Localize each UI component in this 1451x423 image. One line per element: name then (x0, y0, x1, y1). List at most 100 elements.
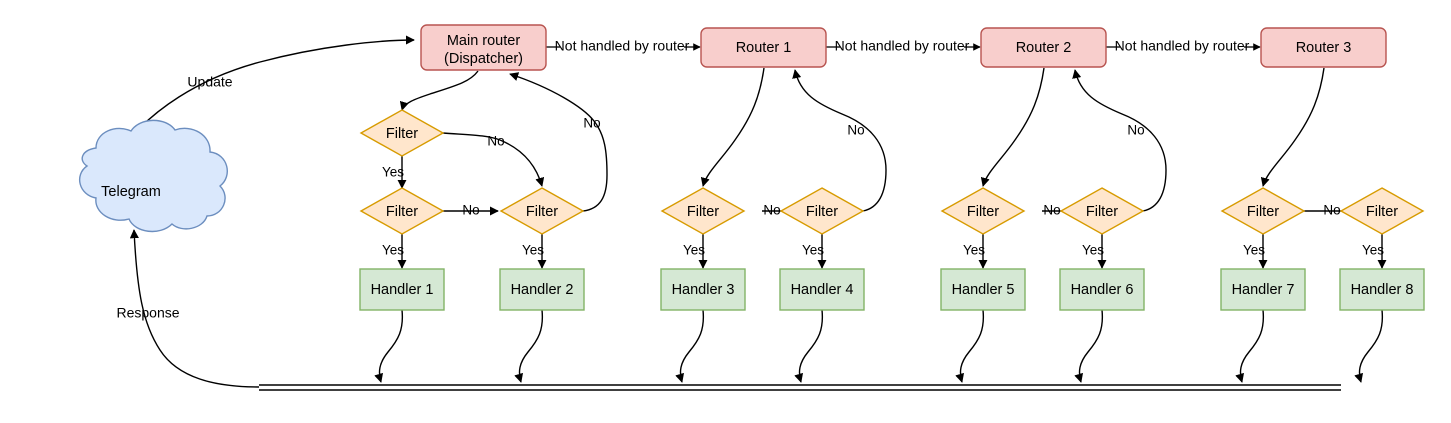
edge-handler-5-to-bus (955, 309, 985, 383)
edge-label-no-filter-6-return: No (1127, 123, 1144, 138)
node-main-router[interactable]: Main router (Dispatcher) (420, 24, 547, 71)
handler-8-box (1339, 268, 1425, 311)
edge-label-yes-8: Yes (1362, 243, 1384, 258)
filter-7-label: Filter (1247, 204, 1279, 220)
filter-1-diamond (359, 187, 445, 235)
edge-label-yes-2: Yes (522, 243, 544, 258)
edge-label-not-handled-3: Not handled by router (1115, 38, 1250, 54)
edge-label-no-filter-2-return: No (583, 116, 600, 131)
edge-filter-6-no-to-router-2 (1072, 69, 1167, 212)
filter-1-label: Filter (386, 204, 418, 220)
edge-label-yes-7: Yes (1243, 243, 1265, 258)
edge-handler-1-to-bus (374, 309, 404, 383)
edge-label-no-filter-1: No (462, 203, 479, 218)
handler-7-box (1220, 268, 1306, 311)
node-handler-1[interactable]: Handler 1 (359, 268, 445, 311)
filter-2-diamond (499, 187, 585, 235)
node-filter-a[interactable]: Filter (359, 109, 445, 157)
filter-a-diamond (359, 109, 445, 157)
edge-mainrouter-to-filter-a (399, 70, 479, 111)
edge-handler-4-to-bus (794, 309, 824, 383)
router-1-box (700, 27, 827, 68)
node-handler-3[interactable]: Handler 3 (660, 268, 746, 311)
main-router-label-line1: Main router (447, 33, 521, 49)
edge-filter-a-no-to-filter-2 (442, 132, 545, 187)
edge-label-yes-4: Yes (802, 243, 824, 258)
handler-4-box (779, 268, 865, 311)
filter-a-label: Filter (386, 126, 418, 142)
node-handler-8[interactable]: Handler 8 (1339, 268, 1425, 311)
node-handler-2[interactable]: Handler 2 (499, 268, 585, 311)
edge-response-to-telegram (129, 229, 260, 388)
main-router-box (420, 24, 547, 71)
edge-handler-3-to-bus (675, 309, 705, 383)
node-router-2[interactable]: Router 2 (980, 27, 1107, 68)
filter-4-label: Filter (806, 204, 838, 220)
edge-label-not-handled-1: Not handled by router (555, 38, 690, 54)
telegram-label: Telegram (101, 184, 161, 200)
handler-7-label: Handler 7 (1232, 282, 1295, 298)
edge-label-yes-5: Yes (963, 243, 985, 258)
edge-handler-7-to-bus (1235, 309, 1265, 383)
edge-label-no-filter-3: No (763, 203, 780, 218)
edge-label-no-filter-a: No (487, 134, 504, 149)
node-handler-7[interactable]: Handler 7 (1220, 268, 1306, 311)
filter-5-diamond (940, 187, 1026, 235)
filter-8-diamond (1339, 187, 1425, 235)
node-filter-6[interactable]: Filter (1059, 187, 1145, 235)
node-handler-6[interactable]: Handler 6 (1059, 268, 1145, 311)
node-filter-5[interactable]: Filter (940, 187, 1026, 235)
edge-router-3-to-filter-7 (1260, 67, 1325, 187)
handler-5-label: Handler 5 (952, 282, 1015, 298)
filter-4-diamond (779, 187, 865, 235)
edge-label-yes-6: Yes (1082, 243, 1104, 258)
handler-6-label: Handler 6 (1071, 282, 1134, 298)
filter-3-diamond (660, 187, 746, 235)
router-3-label: Router 3 (1296, 40, 1352, 56)
node-filter-4[interactable]: Filter (779, 187, 865, 235)
edge-router-1-to-filter-3 (700, 67, 765, 187)
edge-label-no-filter-4-return: No (847, 123, 864, 138)
edge-update (120, 35, 415, 151)
node-filter-2[interactable]: Filter (499, 187, 585, 235)
edge-label-update: Update (187, 74, 232, 90)
handler-5-box (940, 268, 1026, 311)
handler-1-box (359, 268, 445, 311)
edge-handler-6-to-bus (1074, 309, 1104, 383)
edge-label-yes-a: Yes (382, 165, 404, 180)
edge-handler-8-to-bus (1354, 309, 1384, 383)
filter-5-label: Filter (967, 204, 999, 220)
handler-8-label: Handler 8 (1351, 282, 1414, 298)
handler-6-box (1059, 268, 1145, 311)
edge-handler-2-to-bus (514, 309, 544, 383)
router-2-box (980, 27, 1107, 68)
node-handler-5[interactable]: Handler 5 (940, 268, 1026, 311)
handler-1-label: Handler 1 (371, 282, 434, 298)
filter-6-label: Filter (1086, 204, 1118, 220)
router-3-box (1260, 27, 1387, 68)
cloud-icon (78, 119, 228, 233)
edge-label-no-filter-5: No (1043, 203, 1060, 218)
node-router-3[interactable]: Router 3 (1260, 27, 1387, 68)
handler-3-label: Handler 3 (672, 282, 735, 298)
node-filter-3[interactable]: Filter (660, 187, 746, 235)
node-handler-4[interactable]: Handler 4 (779, 268, 865, 311)
edge-label-response: Response (116, 305, 179, 321)
edge-label-yes-3: Yes (683, 243, 705, 258)
node-filter-7[interactable]: Filter (1220, 187, 1306, 235)
handler-2-label: Handler 2 (511, 282, 574, 298)
edge-label-yes-1: Yes (382, 243, 404, 258)
node-router-1[interactable]: Router 1 (700, 27, 827, 68)
edge-router-2-to-filter-5 (980, 67, 1045, 187)
edge-filter-2-no-to-mainrouter (509, 72, 608, 212)
node-telegram-cloud[interactable]: Telegram (78, 119, 228, 233)
edge-label-no-filter-7: No (1323, 203, 1340, 218)
node-filter-1[interactable]: Filter (359, 187, 445, 235)
filter-3-label: Filter (687, 204, 719, 220)
filter-2-label: Filter (526, 204, 558, 220)
edge-filter-4-no-to-router-1 (792, 69, 887, 212)
filter-8-label: Filter (1366, 204, 1398, 220)
node-filter-8[interactable]: Filter (1339, 187, 1425, 235)
handler-2-box (499, 268, 585, 311)
